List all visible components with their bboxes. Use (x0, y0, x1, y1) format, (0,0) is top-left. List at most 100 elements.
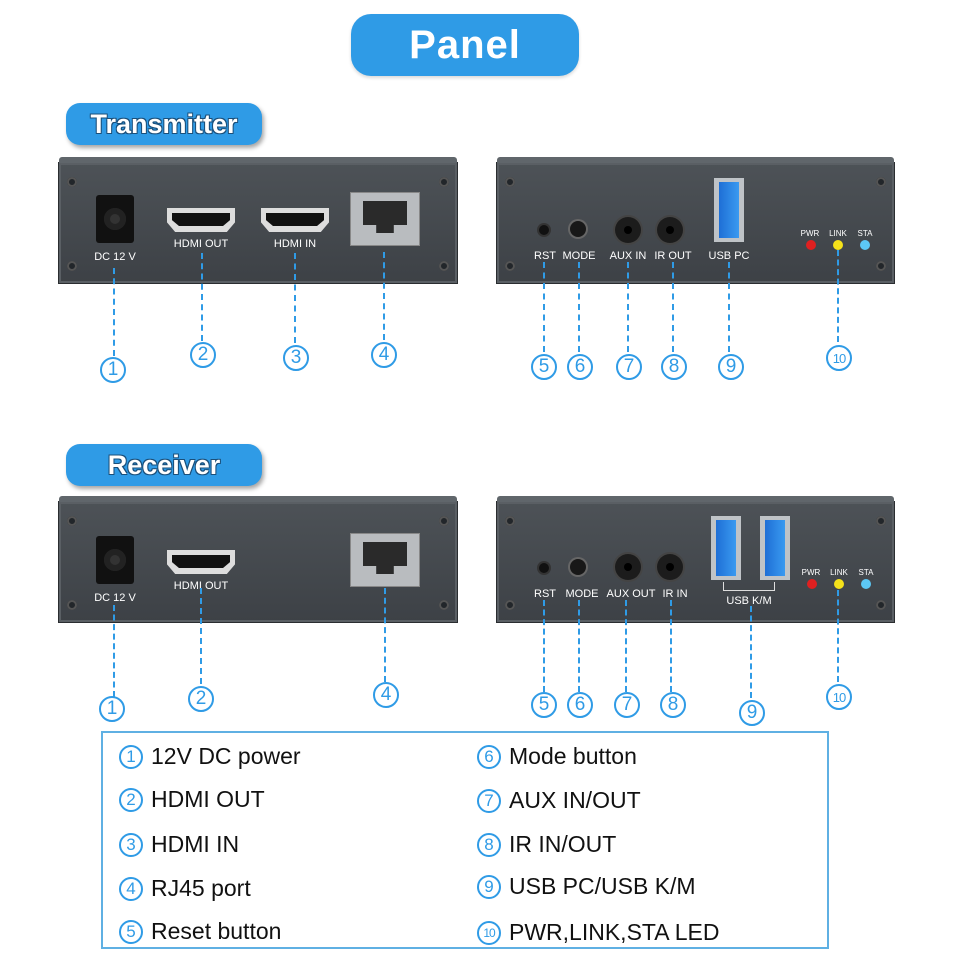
screw-icon (876, 177, 886, 187)
callout-line (837, 590, 839, 682)
callout-line (625, 600, 627, 692)
led-link-label: LINK (830, 568, 848, 577)
transmitter-heading: Transmitter (66, 103, 262, 145)
aux-in-jack (615, 217, 641, 243)
receiver-heading: Receiver (66, 444, 262, 486)
callout-line (578, 262, 580, 352)
rj45-port (350, 533, 420, 587)
legend-text: 12V DC power (151, 743, 301, 769)
legend-text: PWR,LINK,STA LED (509, 919, 720, 945)
led-pwr-label: PWR (801, 568, 821, 577)
receiver-front-panel: DC 12 V HDMI OUT (58, 496, 458, 623)
legend-text: Reset button (151, 918, 282, 944)
callout-5: 5 (531, 692, 557, 718)
reset-button (539, 225, 549, 235)
ir-out-label: IR OUT (654, 250, 692, 262)
screw-icon (876, 261, 886, 271)
legend-item: 9 USB PC/USB K/M (477, 873, 696, 900)
callout-line (200, 588, 202, 684)
screw-icon (67, 600, 77, 610)
callout-4: 4 (371, 342, 397, 368)
aux-out-label: AUX OUT (606, 588, 656, 600)
screw-icon (67, 177, 77, 187)
rj45-port (350, 192, 420, 246)
legend-text: HDMI OUT (151, 786, 265, 812)
screw-icon (505, 261, 515, 271)
callout-9: 9 (739, 700, 765, 726)
callout-line (543, 600, 545, 692)
callout-line (294, 253, 296, 343)
page-title: Panel (351, 14, 579, 76)
hdmi-out-label: HDMI OUT (173, 238, 229, 250)
callout-line (383, 252, 385, 340)
callout-1: 1 (100, 357, 126, 383)
link-led (834, 579, 844, 589)
mode-button (570, 559, 586, 575)
legend-text: USB PC/USB K/M (509, 873, 696, 899)
receiver-back-panel: RST MODE AUX OUT IR IN USB K/M PWR LINK … (496, 496, 895, 623)
legend-item: 2 HDMI OUT (119, 786, 265, 813)
legend-item: 7 AUX IN/OUT (477, 787, 641, 814)
rst-label: RST (534, 588, 556, 600)
transmitter-back-panel: RST MODE AUX IN IR OUT USB PC PWR LINK S… (496, 157, 895, 284)
callout-line (384, 588, 386, 682)
legend-number: 4 (119, 876, 143, 901)
callout-line (728, 262, 730, 352)
legend-text: HDMI IN (151, 831, 240, 857)
callout-9: 9 (718, 354, 744, 380)
rst-label: RST (534, 250, 556, 262)
screw-icon (876, 600, 886, 610)
mode-label: MODE (562, 250, 596, 262)
link-led (833, 240, 843, 250)
callout-5: 5 (531, 354, 557, 380)
legend-item: 5 Reset button (119, 918, 281, 945)
callout-line (750, 606, 752, 698)
hdmi-out-label: HDMI OUT (173, 580, 229, 592)
panel-edge (59, 157, 457, 163)
usb-km-label: USB K/M (726, 595, 772, 607)
callout-line (113, 605, 115, 697)
transmitter-front-panel: DC 12 V HDMI OUT HDMI IN (58, 157, 458, 284)
legend-text: IR IN/OUT (509, 831, 617, 857)
callout-8: 8 (661, 354, 687, 380)
panel-edge (497, 157, 894, 163)
callout-8: 8 (660, 692, 686, 718)
hdmi-out-port (167, 550, 235, 574)
legend-number: 1 (119, 744, 143, 769)
reset-button (539, 563, 549, 573)
panel-edge (497, 496, 894, 502)
callout-10: 10 (826, 684, 852, 710)
legend-text: RJ45 port (151, 875, 251, 901)
legend-number: 2 (119, 787, 143, 812)
led-sta-label: STA (858, 568, 874, 577)
hdmi-out-port (167, 208, 235, 232)
aux-out-jack (615, 554, 641, 580)
screw-icon (439, 177, 449, 187)
dc-power-jack (96, 195, 134, 243)
legend-number: 5 (119, 919, 143, 944)
legend-text: AUX IN/OUT (509, 787, 641, 813)
legend-item: 6 Mode button (477, 743, 637, 770)
legend-number: 10 (477, 920, 501, 945)
screw-icon (505, 600, 515, 610)
panel-edge (59, 496, 457, 502)
legend-number: 3 (119, 832, 143, 857)
ir-out-jack (657, 217, 683, 243)
pwr-led (807, 579, 817, 589)
callout-10: 10 (826, 345, 852, 371)
hdmi-in-port (261, 208, 329, 232)
legend-text: Mode button (509, 743, 637, 769)
screw-icon (67, 516, 77, 526)
legend-number: 6 (477, 744, 501, 769)
legend-item: 3 HDMI IN (119, 831, 239, 858)
screw-icon (505, 516, 515, 526)
usb-km-port-2 (760, 516, 790, 580)
dc-power-jack (96, 536, 134, 584)
screw-icon (439, 516, 449, 526)
callout-2: 2 (190, 342, 216, 368)
mode-button (570, 221, 586, 237)
callout-line (201, 253, 203, 341)
legend-item: 1 12V DC power (119, 743, 301, 770)
callout-line (627, 262, 629, 352)
screw-icon (876, 516, 886, 526)
